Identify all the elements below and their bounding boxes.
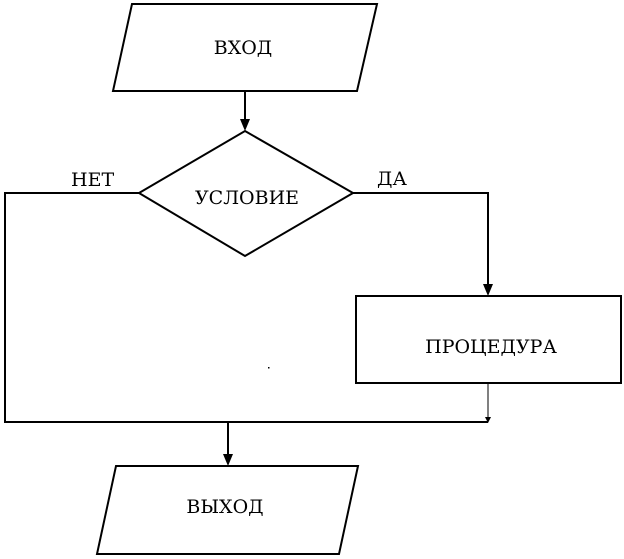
output-parallelogram	[95, 465, 360, 555]
arrow-head-condition	[240, 119, 250, 131]
procedure-rect	[355, 295, 622, 384]
no-branch-line	[4, 192, 488, 423]
yes-label: ДА	[377, 168, 407, 190]
condition-diamond	[137, 129, 355, 258]
output-label: ВЫХОД	[186, 496, 263, 518]
input-parallelogram	[111, 3, 379, 92]
arrow-head-output	[223, 454, 233, 466]
no-label: НЕТ	[71, 169, 114, 191]
input-label: ВХОД	[214, 37, 273, 59]
yes-branch-line	[353, 192, 489, 284]
procedure-label: ПРОЦЕДУРА	[425, 336, 557, 358]
stray-dot	[268, 367, 270, 369]
arrow-head-procedure	[483, 284, 493, 296]
arrow-head-merge	[485, 417, 491, 423]
condition-label: УСЛОВИЕ	[195, 187, 299, 209]
